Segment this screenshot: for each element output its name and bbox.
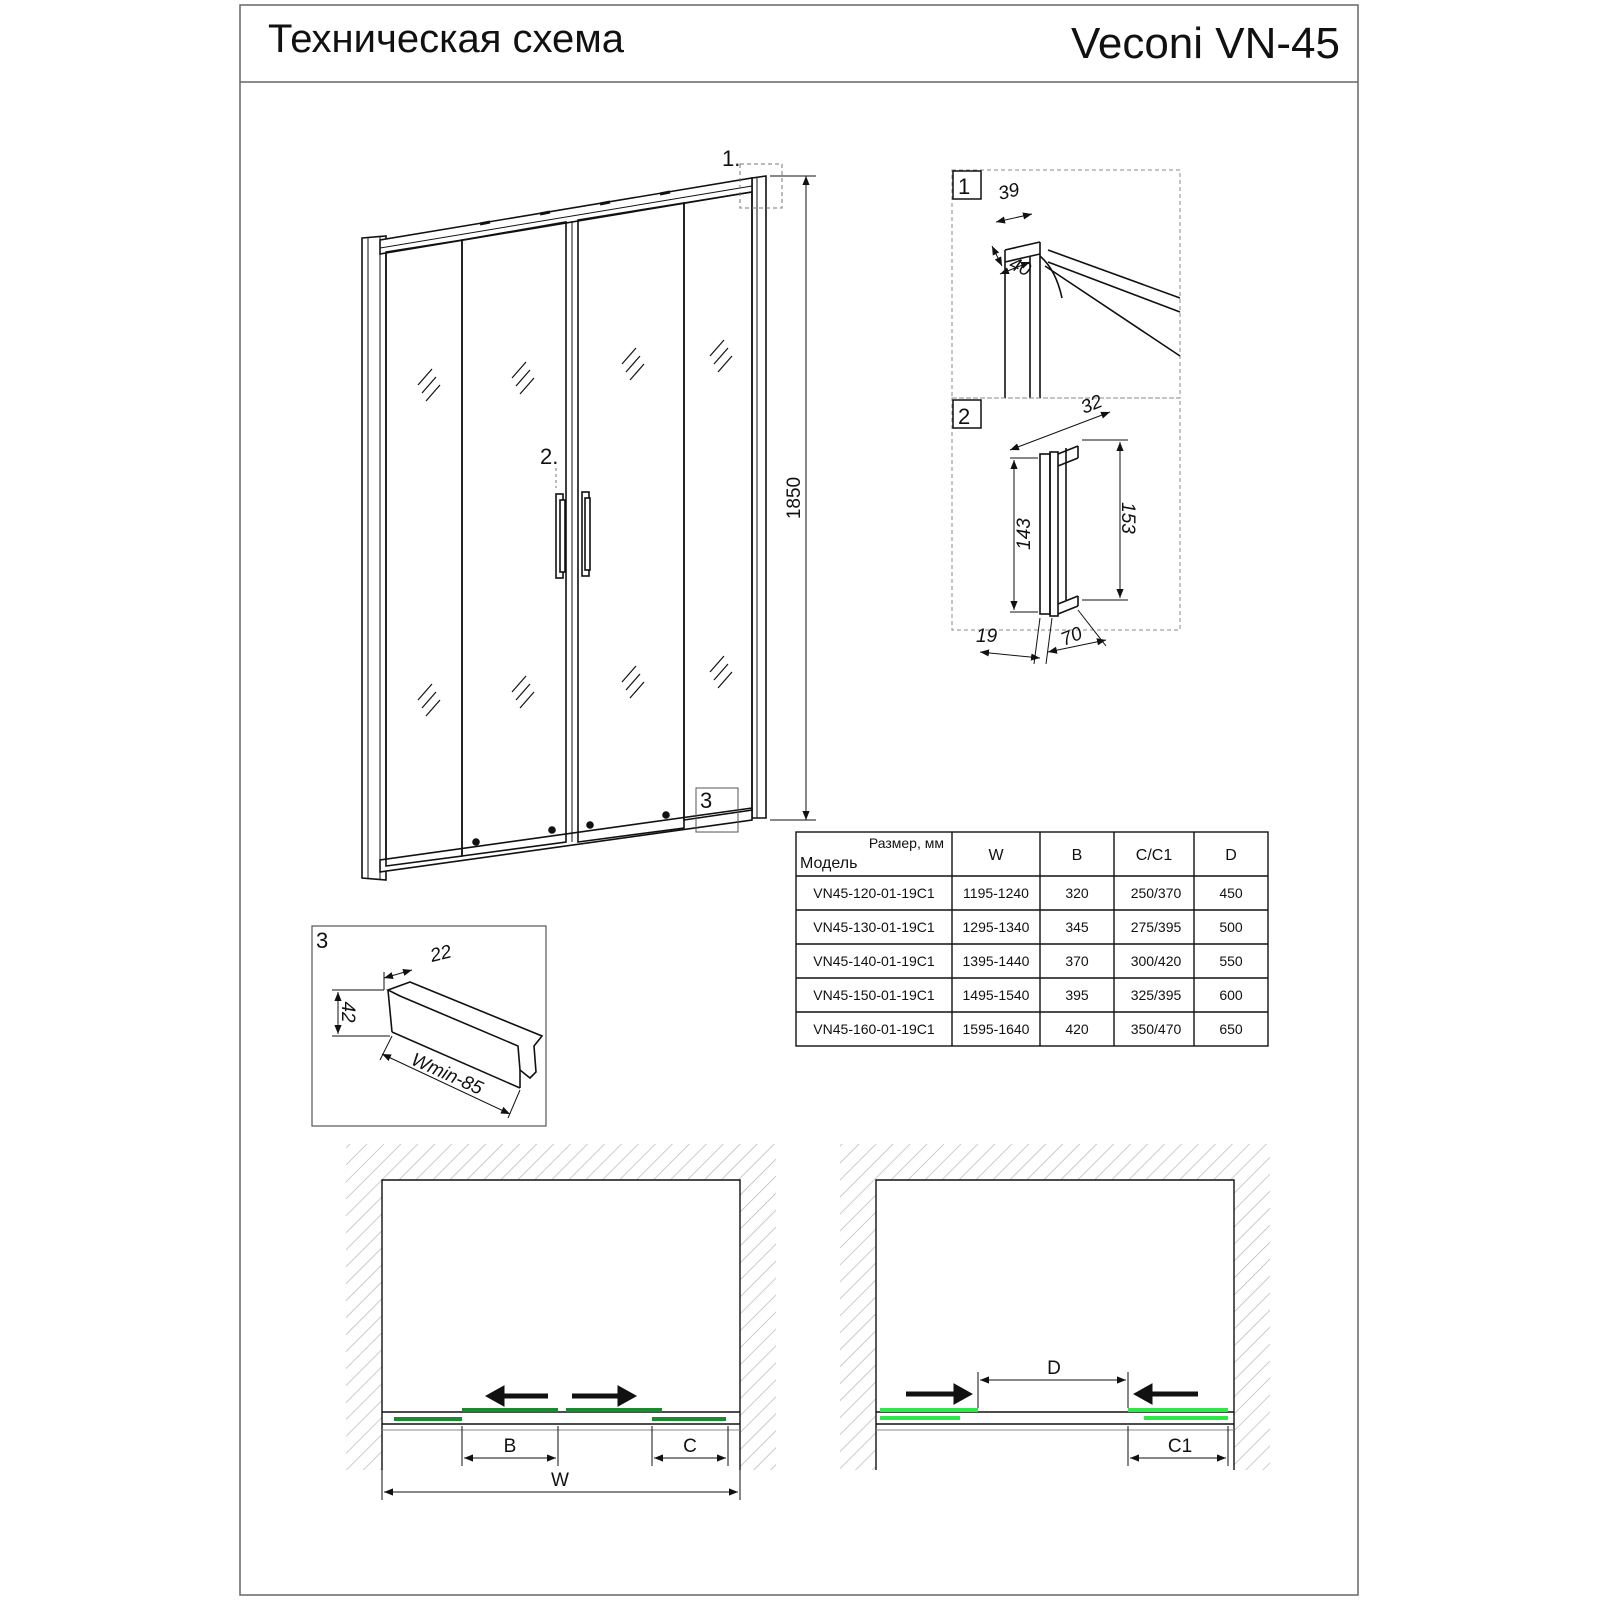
table-row: VN45-130-01-19C1 1295-1340 345 275/395 5… xyxy=(813,919,1243,935)
detail-1-dim-a: 39 xyxy=(996,179,1022,205)
table-row: VN45-160-01-19C1 1595-1640 420 350/470 6… xyxy=(813,1021,1243,1037)
table-row: VN45-150-01-19C1 1495-1540 395 325/395 6… xyxy=(813,987,1243,1003)
spec-table xyxy=(795,831,1269,1047)
detail-1-label: 1 xyxy=(958,174,970,199)
detail-3-label: 3 xyxy=(316,928,328,953)
plan-open-dim-d: D xyxy=(1047,1358,1061,1379)
detail-1: 1 39 40 xyxy=(951,169,1181,399)
svg-text:VN45-140-01-19C1: VN45-140-01-19C1 xyxy=(813,953,935,969)
callout-3: 3 xyxy=(700,788,712,813)
height-dimension xyxy=(770,175,816,821)
table-row: VN45-140-01-19C1 1395-1440 370 300/420 5… xyxy=(813,953,1243,969)
plan-closed-dim-w: W xyxy=(551,1470,569,1491)
plan-closed: B C W xyxy=(346,1144,776,1500)
detail-2-dim-offset: 70 xyxy=(1058,623,1086,651)
page-title: Техническая схема xyxy=(268,17,625,61)
svg-text:300/420: 300/420 xyxy=(1131,953,1182,969)
table-header-w: W xyxy=(988,847,1004,864)
table-header-c-c1: C/C1 xyxy=(1136,847,1173,864)
svg-text:395: 395 xyxy=(1065,987,1089,1003)
page-frame xyxy=(239,4,1359,1596)
detail-2: 2 32 143 153 19 xyxy=(951,391,1181,665)
detail-2-dim-outer: 153 xyxy=(1117,502,1138,534)
glass-panel-4 xyxy=(683,191,753,821)
height-dim-label: 1850 xyxy=(784,477,805,519)
svg-text:650: 650 xyxy=(1219,1021,1243,1037)
svg-text:1495-1540: 1495-1540 xyxy=(963,987,1030,1003)
detail-2-label: 2 xyxy=(958,404,970,429)
table-corner-bottom: Модель xyxy=(800,855,857,872)
glass-reflection-marks xyxy=(417,339,733,717)
detail-2-dim-depth: 19 xyxy=(976,626,998,647)
svg-text:VN45-120-01-19C1: VN45-120-01-19C1 xyxy=(813,885,935,901)
door-handles xyxy=(555,491,591,579)
svg-text:325/395: 325/395 xyxy=(1131,987,1182,1003)
svg-text:320: 320 xyxy=(1065,885,1089,901)
svg-text:350/470: 350/470 xyxy=(1131,1021,1182,1037)
right-wall-profile xyxy=(751,175,767,819)
plan-open-dim-c1: C1 xyxy=(1168,1436,1192,1457)
svg-text:500: 500 xyxy=(1219,919,1243,935)
detail-3: 3 22 42 Wmin-85 xyxy=(311,925,547,1127)
brand-model: Veconi VN-45 xyxy=(1071,19,1340,68)
callout-2: 2. xyxy=(540,444,558,469)
detail-2-dim-top: 32 xyxy=(1078,391,1106,419)
plan-open: D C1 xyxy=(840,1144,1270,1470)
svg-text:450: 450 xyxy=(1219,885,1243,901)
glass-panel-3 xyxy=(577,202,685,843)
glass-panel-2 xyxy=(461,221,567,857)
svg-text:600: 600 xyxy=(1219,987,1243,1003)
svg-text:VN45-160-01-19C1: VN45-160-01-19C1 xyxy=(813,1021,935,1037)
svg-text:1195-1240: 1195-1240 xyxy=(963,885,1029,901)
glass-panel-1 xyxy=(385,239,463,867)
callout-1: 1. xyxy=(722,146,740,171)
svg-text:345: 345 xyxy=(1065,919,1089,935)
svg-text:250/370: 250/370 xyxy=(1131,885,1182,901)
detail-2-dim-inner: 143 xyxy=(1014,518,1035,550)
svg-text:1295-1340: 1295-1340 xyxy=(963,919,1030,935)
svg-text:VN45-130-01-19C1: VN45-130-01-19C1 xyxy=(813,919,935,935)
svg-text:1395-1440: 1395-1440 xyxy=(963,953,1030,969)
left-wall-profile xyxy=(361,235,387,881)
plan-closed-dim-c: C xyxy=(683,1436,697,1457)
svg-text:VN45-150-01-19C1: VN45-150-01-19C1 xyxy=(813,987,935,1003)
svg-text:550: 550 xyxy=(1219,953,1243,969)
table-header-d: D xyxy=(1225,847,1237,864)
table-header-b: B xyxy=(1072,847,1083,864)
svg-text:420: 420 xyxy=(1065,1021,1089,1037)
detail-3-dim-height: 42 xyxy=(337,1001,358,1023)
detail-3-dim-width: 22 xyxy=(427,941,454,967)
callout-box-3 xyxy=(695,787,739,833)
plan-closed-dim-b: B xyxy=(504,1436,517,1457)
svg-text:1595-1640: 1595-1640 xyxy=(963,1021,1030,1037)
table-corner-top: Размер, мм xyxy=(869,835,944,851)
svg-text:370: 370 xyxy=(1065,953,1089,969)
front-view xyxy=(361,175,767,881)
svg-text:275/395: 275/395 xyxy=(1131,919,1182,935)
callout-box-1 xyxy=(739,163,783,209)
table-row: VN45-120-01-19C1 1195-1240 320 250/370 4… xyxy=(813,885,1243,901)
